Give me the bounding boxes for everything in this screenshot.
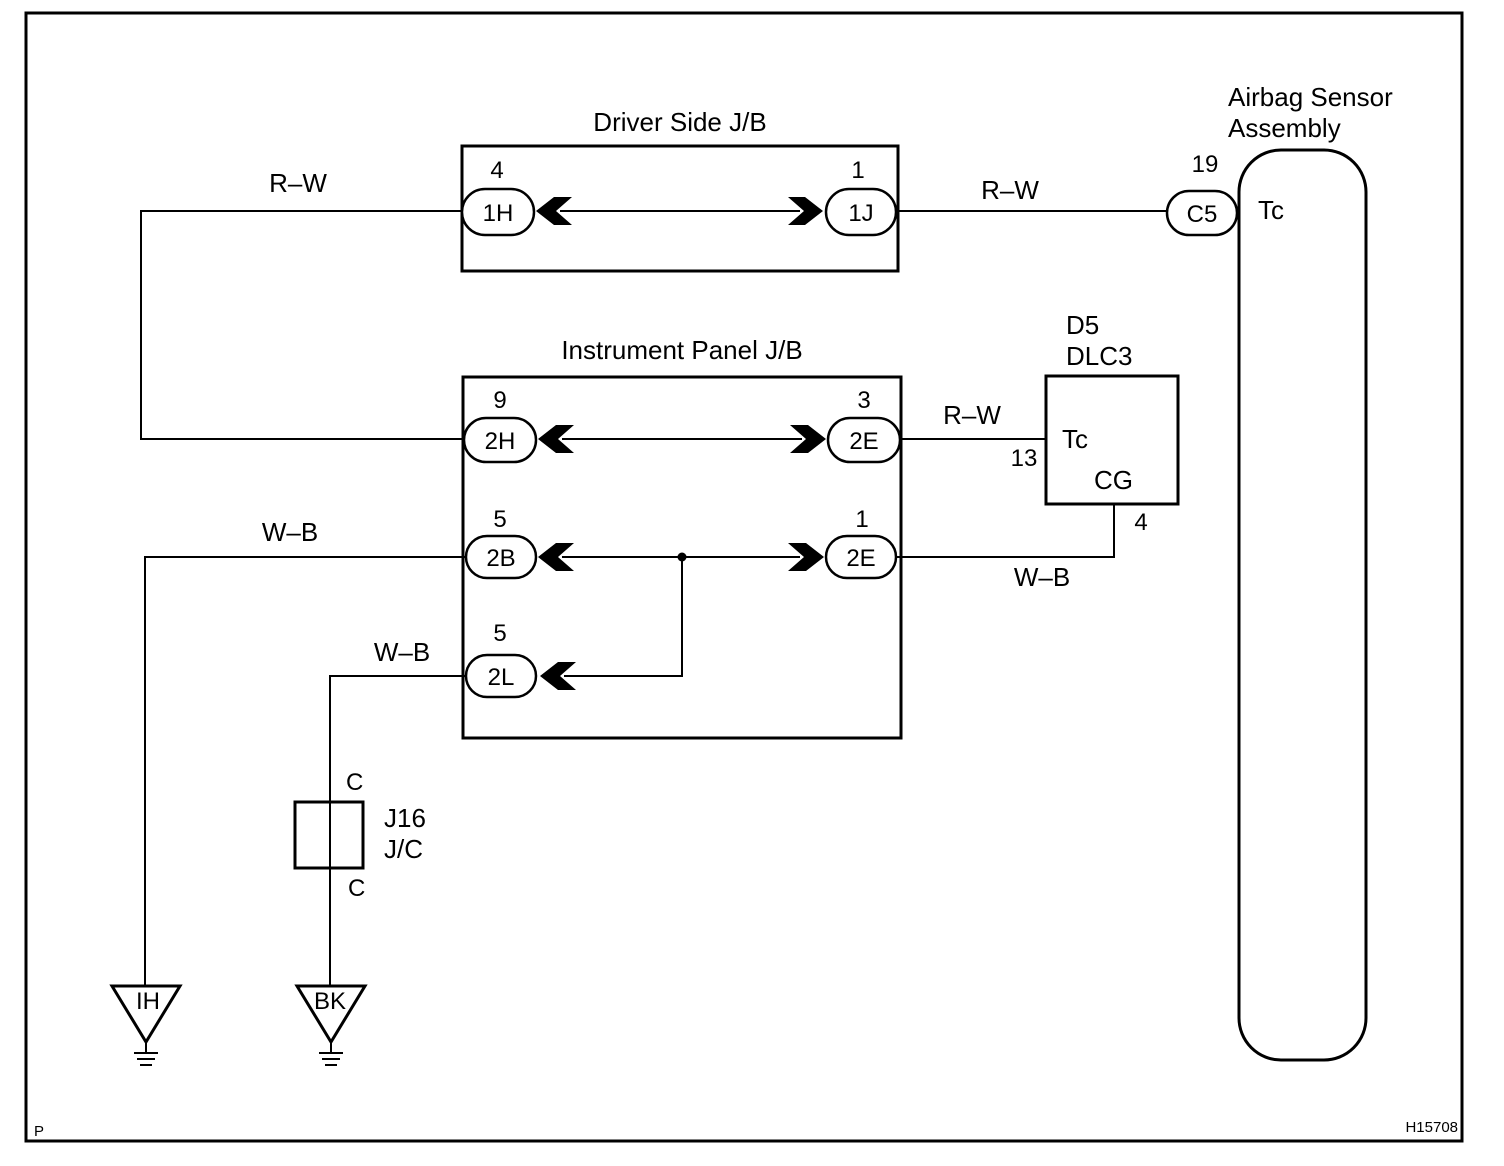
- dlc3-box: [1044, 374, 1180, 506]
- figure-reference: H15708: [1405, 1119, 1458, 1136]
- ground-point-ih: IH: [109, 984, 183, 1066]
- airbag-sensor-title-line2: Assembly: [1228, 113, 1341, 143]
- dlc3-name: DLC3: [1066, 341, 1132, 371]
- wire-label-wb-dlc: W–B: [1014, 562, 1070, 592]
- terminal-arrow-icon: [790, 425, 826, 453]
- j16-top-pin: C: [346, 769, 363, 796]
- ground-triangle: [294, 984, 368, 1045]
- wire-label-rw-left: R–W: [269, 168, 327, 198]
- corner-p-mark: P: [34, 1123, 44, 1140]
- dlc3-terminal-tc: Tc: [1062, 424, 1088, 454]
- ground-label-bk: BK: [314, 988, 346, 1015]
- wire-label-wb-left: W–B: [262, 517, 318, 547]
- airbag-sensor-title-line1: Airbag Sensor: [1228, 82, 1393, 112]
- connector-label-2h: 2H: [485, 428, 516, 455]
- terminal-arrow-icon: [788, 197, 823, 225]
- terminal-arrow-icon: [538, 543, 574, 571]
- airbag-sensor-assembly: Airbag Sensor Assembly Tc 19 C5: [1165, 82, 1393, 1062]
- connector-label-2e-bottom: 2E: [846, 545, 875, 572]
- terminal-arrow-icon: [540, 662, 576, 690]
- internal-wire: [564, 557, 683, 677]
- pin-number: 19: [1192, 151, 1219, 178]
- wire-wb-dlc: [896, 504, 1115, 558]
- pin-number: 1: [855, 506, 868, 533]
- terminal-arrow-icon: [536, 197, 572, 225]
- junction-connector-j16: C C J16 J/C: [293, 769, 426, 902]
- pin-number: 4: [1134, 509, 1147, 536]
- pin-number: 5: [493, 506, 506, 533]
- instrument-panel-jb-title: Instrument Panel J/B: [561, 335, 802, 365]
- airbag-sensor-terminal: Tc: [1258, 195, 1284, 225]
- terminal-arrow-icon: [788, 543, 824, 571]
- airbag-sensor-body: [1237, 148, 1368, 1062]
- wire-label-rw-dlc: R–W: [943, 400, 1001, 430]
- connector-label-2b: 2B: [486, 545, 515, 572]
- driver-side-jb-title: Driver Side J/B: [593, 107, 766, 137]
- ground-icon: [319, 1042, 343, 1066]
- dlc3-terminal-cg: CG: [1094, 465, 1133, 495]
- connector-label-c5: C5: [1187, 201, 1218, 228]
- wire-wb-left: [144, 556, 466, 986]
- connector-label-2l: 2L: [488, 664, 515, 691]
- diagram-frame: [24, 11, 1464, 1143]
- ground-triangle: [109, 984, 183, 1045]
- ground-label-ih: IH: [136, 988, 160, 1015]
- connector-label-1j: 1J: [848, 200, 873, 227]
- wire-wb-2l: [329, 675, 466, 986]
- pin-number: 9: [493, 387, 506, 414]
- wire-rw-left: [140, 210, 464, 440]
- wire-label-rw-top-right: R–W: [981, 175, 1039, 205]
- dlc3-connector: D5 DLC3 Tc CG 13 4: [1011, 310, 1180, 536]
- pin-number: 3: [857, 387, 870, 414]
- pin-number: 13: [1011, 445, 1038, 472]
- instrument-panel-jb: Instrument Panel J/B 9 2H 3 2E 5 2B 1 2E…: [461, 335, 903, 740]
- pin-number: 1: [851, 157, 864, 184]
- connector-label-1h: 1H: [483, 200, 514, 227]
- wire-label-wb-2l: W–B: [374, 637, 430, 667]
- terminal-arrow-icon: [538, 425, 574, 453]
- j16-code: J16: [384, 803, 426, 833]
- pin-number: 4: [490, 157, 503, 184]
- pin-number: 5: [493, 620, 506, 647]
- j16-name: J/C: [384, 834, 423, 864]
- dlc3-code: D5: [1066, 310, 1099, 340]
- ground-point-bk: BK: [294, 984, 368, 1066]
- connector-oval-c5: [1165, 189, 1239, 237]
- connector-label-2e-top: 2E: [849, 428, 878, 455]
- j16-bottom-pin: C: [348, 875, 365, 902]
- driver-side-jb: Driver Side J/B 4 1H 1 1J: [460, 107, 900, 273]
- ground-icon: [134, 1042, 158, 1066]
